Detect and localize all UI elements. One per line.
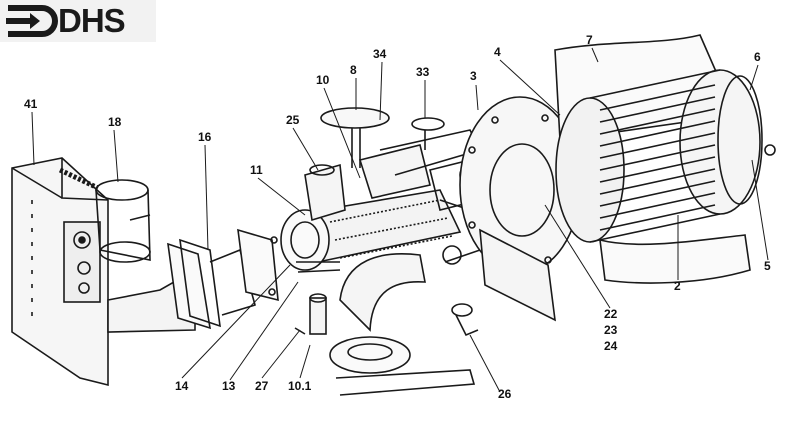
callout-23: 23 [604,323,618,337]
gas-valve-train [304,107,487,265]
callout-8: 8 [350,63,357,77]
callout-41: 41 [24,97,38,111]
elbow-pipe [294,253,479,396]
callout-6: 6 [754,50,761,64]
callout-18: 18 [108,115,122,129]
heat-exchanger [554,34,776,284]
callout-14: 14 [175,379,189,393]
callout-4: 4 [494,45,501,59]
callout-2: 2 [674,279,681,293]
callout-16: 16 [198,130,212,144]
callout-3: 3 [470,69,477,83]
burner-plate [459,96,581,322]
callout-5: 5 [764,259,771,273]
callout-7: 7 [586,33,593,47]
callout-13: 13 [222,379,236,393]
callout-labels: 41 18 16 25 11 10 8 34 33 3 4 7 6 5 2 14… [24,33,771,401]
callout-33: 33 [416,65,430,79]
callout-10: 10 [316,73,330,87]
callout-24: 24 [604,339,618,353]
callout-25: 25 [286,113,300,127]
brand-name: DHS [58,2,126,39]
callout-34: 34 [373,47,387,61]
control-box [11,157,109,387]
callout-26: 26 [498,387,512,401]
callout-27: 27 [255,379,269,393]
callout-11: 11 [250,163,263,177]
flange-adapter [167,228,279,330]
arrow-in-bracket-icon [6,5,58,37]
brand-logo: DHS [0,0,156,42]
callout-10-1: 10.1 [288,379,312,393]
callout-22: 22 [604,307,618,321]
